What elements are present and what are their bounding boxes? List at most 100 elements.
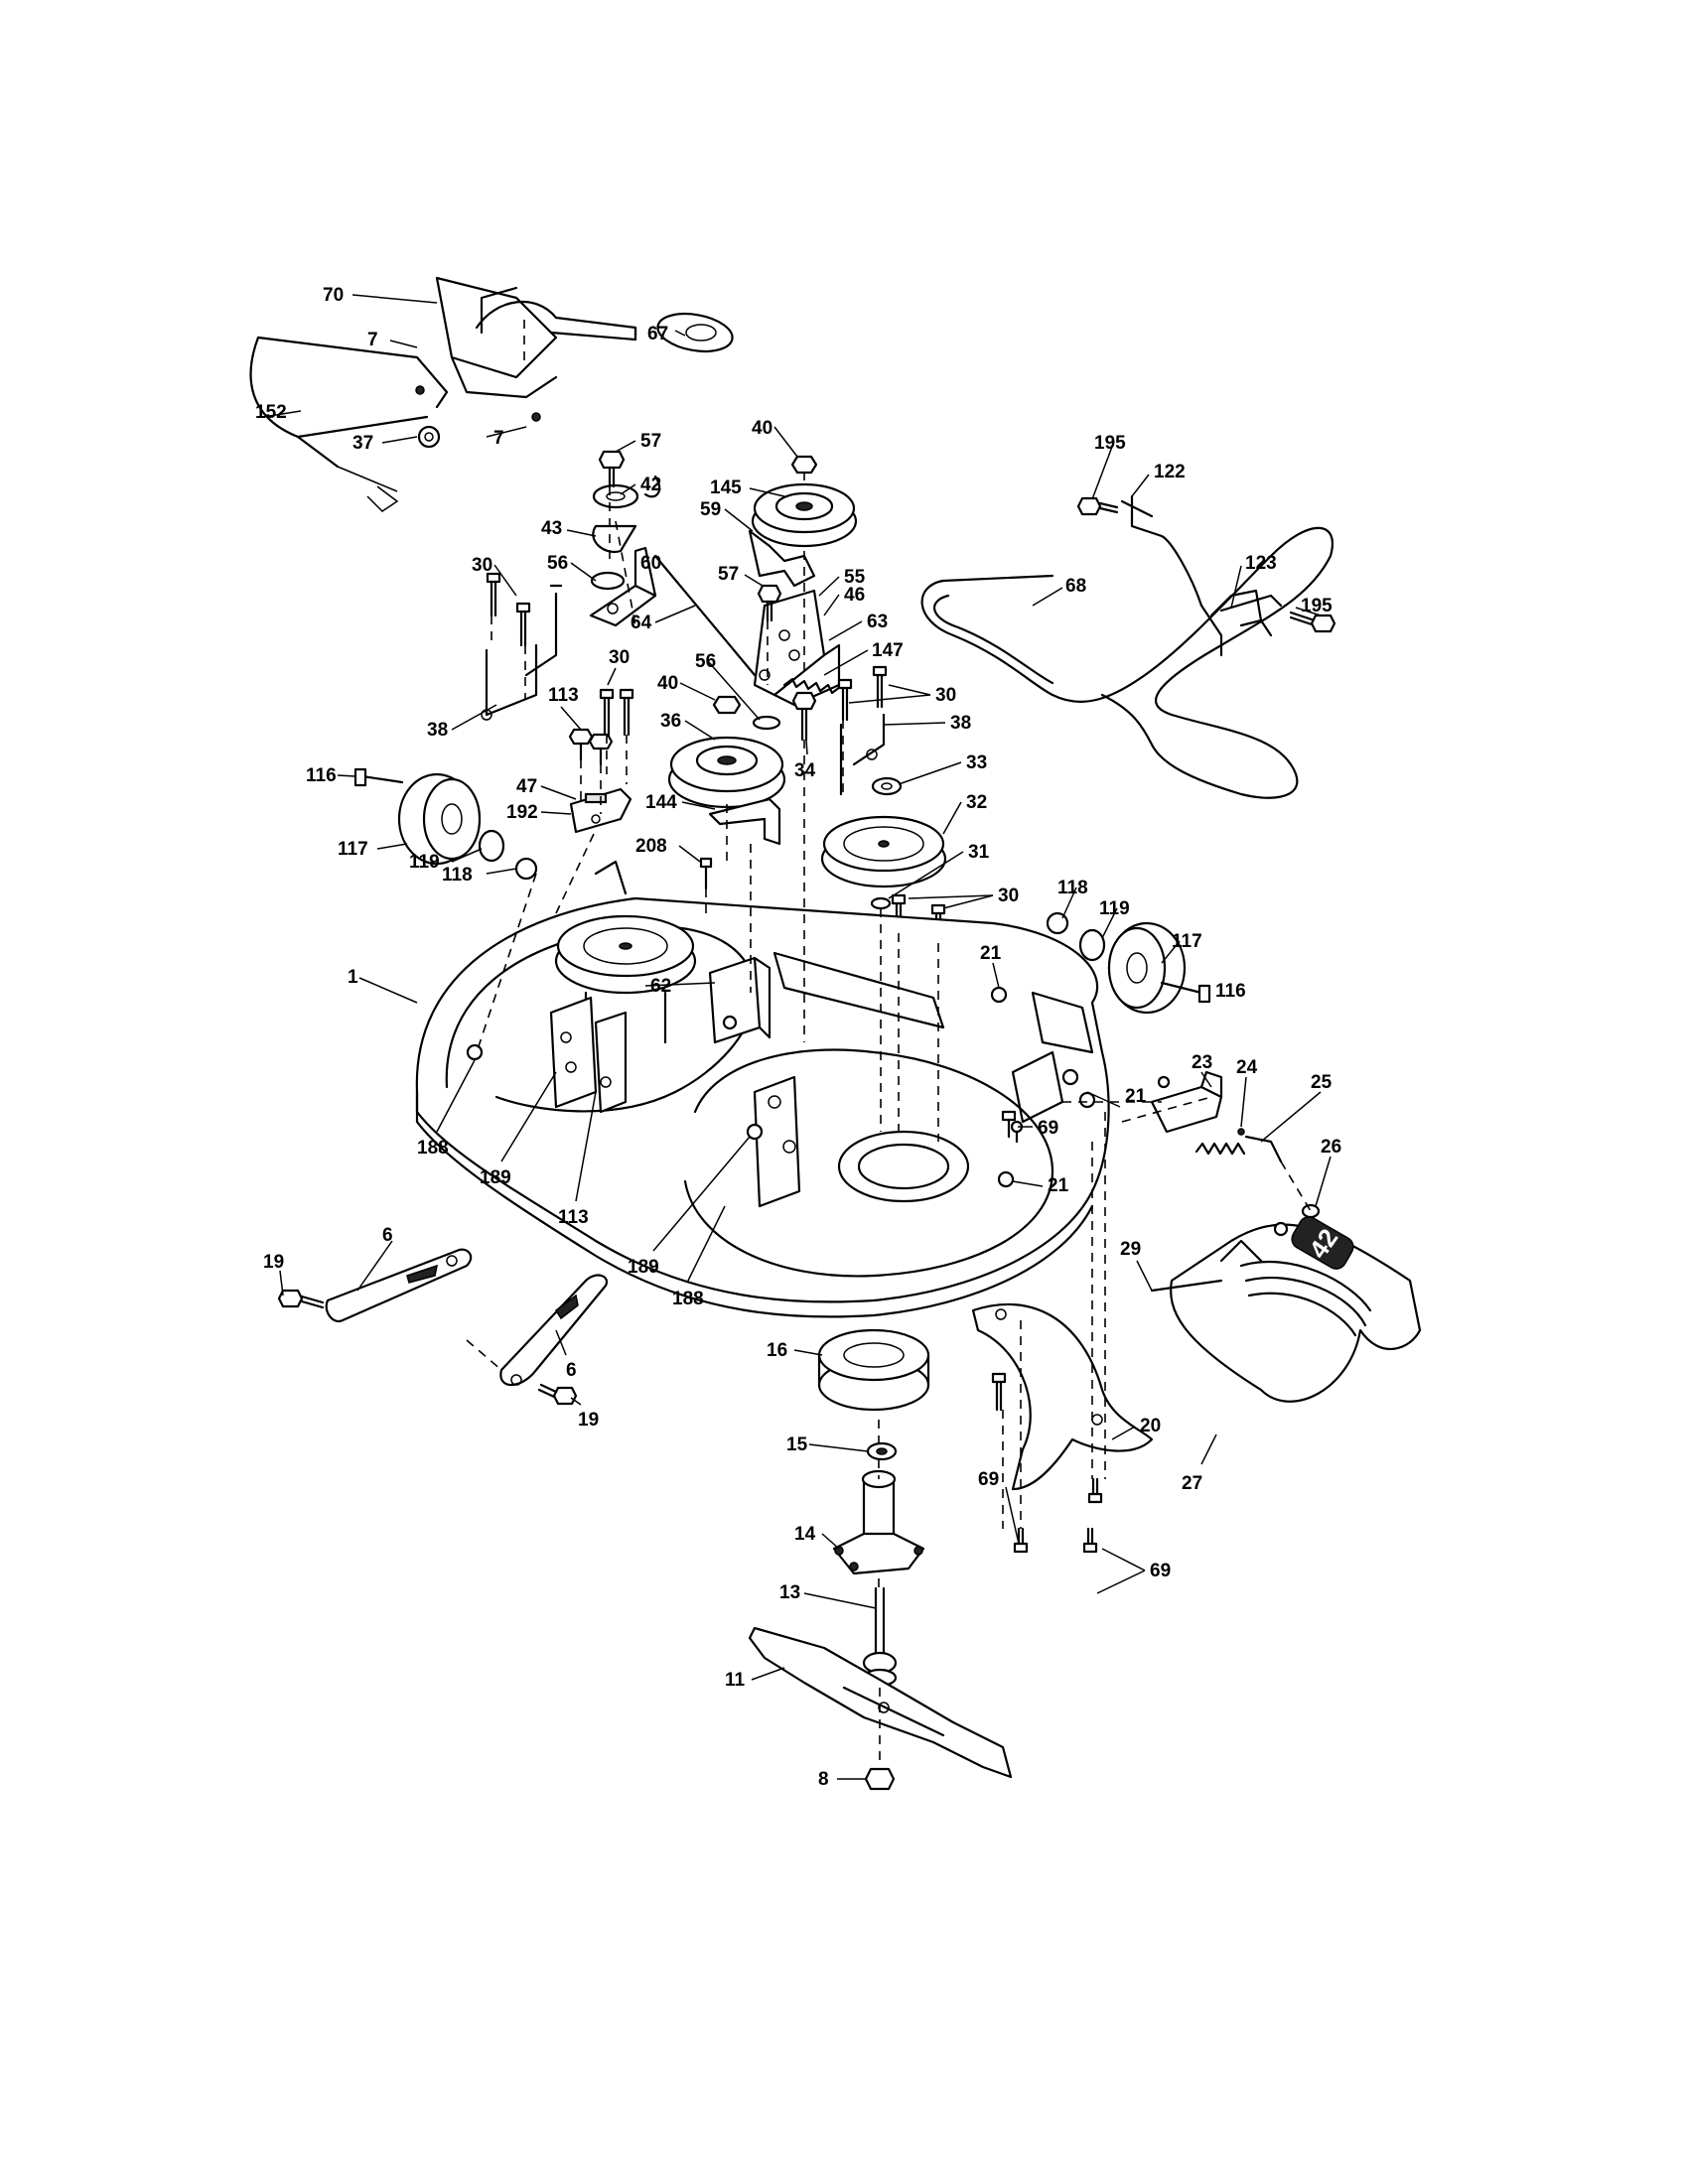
callout-189-right: 189 [628, 1257, 659, 1278]
part-idler-arm-59 [748, 529, 816, 588]
callout-64: 64 [631, 613, 652, 633]
callout-57-top: 57 [640, 431, 661, 452]
callout-117-left: 117 [338, 839, 368, 860]
part-drive-belt-68 [920, 526, 1333, 799]
part-nut-33 [871, 776, 903, 796]
callout-69-top: 69 [1038, 1118, 1058, 1139]
part-shaft-13 [862, 1586, 898, 1688]
callout-195-top: 195 [1094, 433, 1126, 454]
part-idler-bracket-60 [589, 475, 661, 627]
callout-122: 122 [1154, 462, 1186, 482]
callout-7-top: 7 [367, 330, 378, 350]
part-spindle-pulley-32 [820, 815, 947, 888]
callout-208: 208 [635, 836, 667, 857]
callout-118-left: 118 [442, 865, 473, 886]
callout-40-mid: 40 [657, 673, 678, 694]
callout-70: 70 [323, 285, 344, 306]
part-bracket-47 [569, 787, 632, 834]
callout-19-upper: 19 [263, 1252, 284, 1273]
callout-13: 13 [779, 1582, 800, 1603]
assembly-lines [466, 320, 1312, 1767]
part-spring-25 [1194, 1135, 1283, 1163]
callout-21-mid: 21 [1125, 1086, 1147, 1107]
callout-6-lower: 6 [566, 1360, 577, 1381]
callout-119-left: 119 [409, 852, 440, 873]
callout-59: 59 [700, 499, 721, 520]
callout-195-right: 195 [1301, 596, 1333, 616]
callout-30-left: 30 [472, 555, 492, 576]
part-bolt-57-right [757, 584, 782, 622]
callout-38-right: 38 [950, 713, 971, 734]
part-blade-11 [748, 1626, 1013, 1779]
callout-30-right: 30 [935, 685, 956, 706]
callout-16: 16 [767, 1340, 787, 1361]
part-nut-40-mid [712, 695, 742, 715]
part-drive-pulley-36 [667, 736, 786, 809]
callout-67: 67 [647, 324, 668, 344]
part-clip-24 [1237, 1128, 1245, 1136]
part-bolt-19-lower [537, 1383, 578, 1406]
callout-32: 32 [966, 792, 987, 813]
part-washer-56-mid [752, 715, 781, 731]
callout-118-right: 118 [1057, 878, 1088, 898]
part-deck-spindle-pulley-left [554, 914, 697, 1044]
callout-27: 27 [1182, 1473, 1202, 1494]
part-spring-147 [782, 677, 842, 695]
callout-14: 14 [794, 1524, 816, 1545]
part-bolt-195-lower [1289, 611, 1336, 633]
callout-25: 25 [1311, 1072, 1333, 1093]
part-bracket-23 [1150, 1070, 1223, 1134]
callout-69-left: 69 [978, 1469, 999, 1490]
part-bearing-16 [817, 1328, 930, 1412]
callout-23: 23 [1192, 1052, 1212, 1073]
callout-6-upper: 6 [382, 1225, 393, 1246]
callout-147: 147 [872, 640, 904, 661]
part-bolts-69 [991, 1110, 1103, 1554]
part-deck-brackets-right [753, 1075, 801, 1208]
callout-20: 20 [1140, 1416, 1161, 1436]
part-washer-31 [870, 896, 892, 910]
part-idler-pulley-145 [751, 482, 858, 548]
callout-19-lower: 19 [578, 1410, 599, 1431]
part-blade-bolt-8 [864, 1767, 896, 1791]
part-spring-hardware-upper-left [415, 385, 541, 449]
callout-63: 63 [867, 612, 888, 632]
callout-15: 15 [786, 1434, 808, 1455]
callout-144: 144 [645, 792, 677, 813]
callout-123: 123 [1245, 553, 1277, 574]
callout-30-lower: 30 [998, 886, 1019, 906]
callout-24: 24 [1236, 1057, 1258, 1078]
part-bolt-34 [791, 691, 817, 742]
callout-60: 60 [640, 553, 661, 574]
part-gauge-wheel-left [353, 767, 538, 881]
part-bolts-113 [568, 728, 614, 766]
part-chute-rod-29 [1150, 1279, 1223, 1293]
part-nut-26 [1301, 1203, 1321, 1219]
callout-30-center: 30 [609, 647, 630, 668]
callout-188-right: 188 [672, 1289, 704, 1309]
callout-188-left: 188 [417, 1138, 449, 1159]
part-links-38-left [481, 584, 563, 721]
callout-21-bottom: 21 [1048, 1175, 1069, 1196]
callout-43: 43 [541, 518, 562, 539]
callout-192: 192 [506, 802, 538, 823]
callout-119-right: 119 [1099, 898, 1130, 919]
callout-113-top: 113 [548, 685, 579, 706]
callout-55: 55 [844, 567, 866, 588]
callout-152: 152 [255, 402, 287, 423]
part-deck-fasteners [466, 986, 1096, 1188]
part-bolts-30-right [837, 665, 888, 722]
callout-29: 29 [1120, 1239, 1141, 1260]
callout-113-bottom: 113 [558, 1207, 589, 1228]
callout-68: 68 [1065, 576, 1086, 597]
callout-40-top: 40 [752, 418, 772, 439]
part-spindle-housing-14 [832, 1469, 925, 1575]
part-baffle-20 [971, 1302, 1154, 1491]
callout-34: 34 [794, 760, 816, 781]
callout-38-left: 38 [427, 720, 448, 741]
part-bolt-208 [699, 857, 713, 890]
part-belt-guide-bracket-122 [1120, 494, 1273, 657]
part-bracket-123 [1219, 594, 1283, 613]
part-nut-40-top [790, 455, 818, 475]
